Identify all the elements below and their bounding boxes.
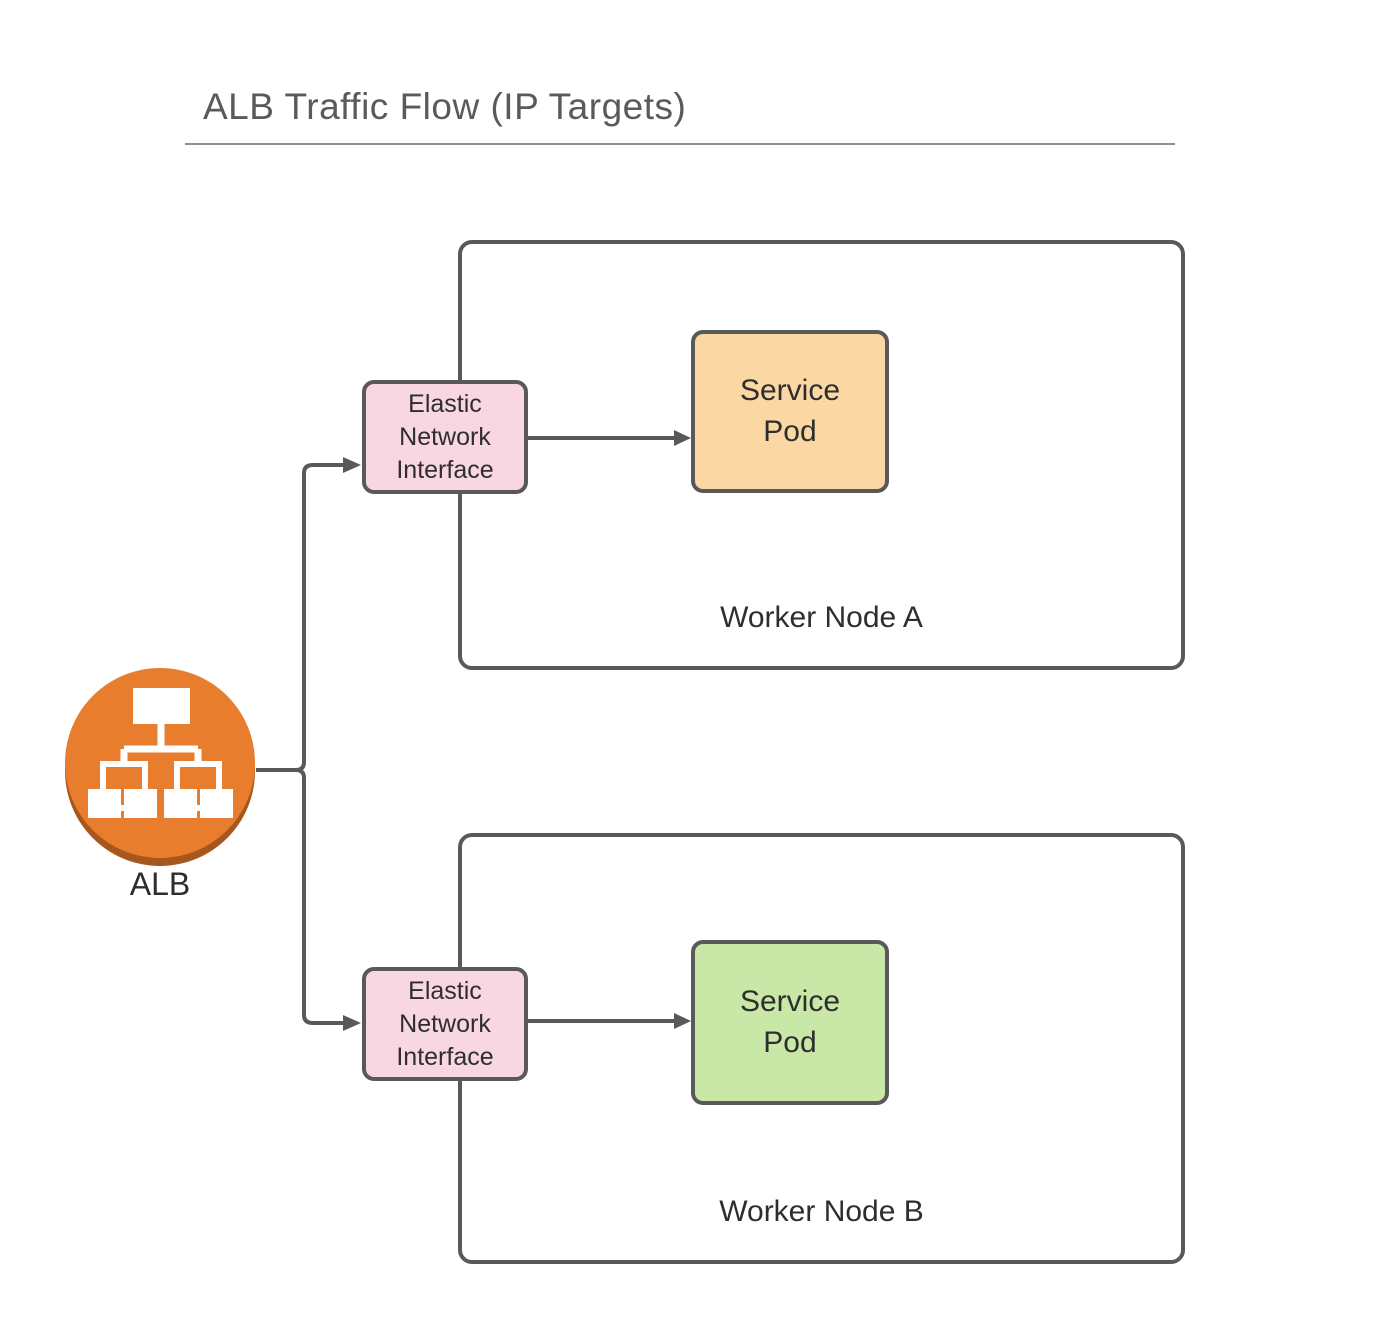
alb-tree-glyph [88,688,233,818]
service-pod-b-box: Service Pod [691,940,889,1105]
diagram-title: ALB Traffic Flow (IP Targets) [203,86,687,127]
title-underline [185,143,1175,145]
connector-alb-to-eni-b [295,768,343,1025]
connector-alb-to-eni-a [256,463,343,772]
service-pod-a-box: Service Pod [691,330,889,493]
eni-a-box: Elastic Network Interface [362,380,528,494]
worker-node-a-label: Worker Node A [720,601,923,634]
worker-node-b-label: Worker Node B [719,1195,924,1228]
alb-label: ALB [129,866,191,902]
alb-load-balancer-icon [65,668,255,866]
arrowhead-eni-a [343,457,361,473]
arrowhead-eni-b [343,1015,361,1031]
eni-b-box: Elastic Network Interface [362,967,528,1081]
